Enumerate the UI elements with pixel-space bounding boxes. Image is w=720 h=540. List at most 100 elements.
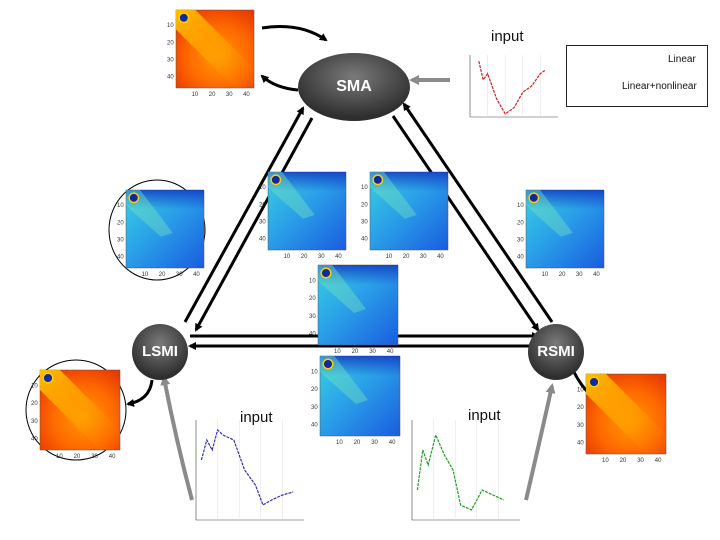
heatmap-y-tick: 20 xyxy=(117,220,124,226)
heatmap-x-tick: 10 xyxy=(334,349,341,355)
heatmap-y-tick: 20 xyxy=(577,405,584,411)
heatmap-x-tick: 10 xyxy=(386,254,393,260)
heatmap-y-tick: 40 xyxy=(117,255,124,261)
node-label-sma: SMA xyxy=(336,78,372,95)
heatmap-y-tick: 40 xyxy=(309,331,316,337)
input-curve-rsmi xyxy=(411,420,520,521)
heatmap-y-tick: 40 xyxy=(361,237,368,243)
heatmap-y-tick: 20 xyxy=(517,220,524,226)
heatmap-x-tick: 20 xyxy=(209,92,216,98)
input-curve-lsmi xyxy=(195,420,304,521)
heatmap-rsmi-to-sma: 10 20 30 40 10 20 30 40 xyxy=(517,189,605,278)
node-label-lsmi: LSMI xyxy=(142,343,178,360)
heatmap-y-tick: 30 xyxy=(167,57,174,63)
heatmap-y-tick: 40 xyxy=(167,75,174,81)
heatmap-x-tick: 40 xyxy=(243,92,250,98)
heatmap-y-tick: 20 xyxy=(167,40,174,46)
heatmap-y-tick: 10 xyxy=(309,279,316,285)
heatmap-rsmi-to-lsmi: 10 20 30 40 10 20 30 40 xyxy=(311,355,401,446)
heatmap-x-tick: 40 xyxy=(389,440,396,446)
self-loop-sma-top xyxy=(261,25,328,42)
heatmap-y-tick: 30 xyxy=(517,237,524,243)
heatmap-x-tick: 40 xyxy=(193,272,200,278)
heatmap-y-tick: 40 xyxy=(259,237,266,243)
legend xyxy=(566,45,708,107)
heatmap-y-tick: 30 xyxy=(577,423,584,429)
heatmap-x-tick: 20 xyxy=(352,349,359,355)
legend-label-linear: Linear xyxy=(668,54,696,65)
legend-label-nonlinear: Linear+nonlinear xyxy=(622,81,697,92)
heatmap-x-tick: 10 xyxy=(336,440,343,446)
highlight-circle-lsmi-to-sma xyxy=(108,179,206,281)
heatmap-x-tick: 20 xyxy=(559,272,566,278)
heatmap-x-tick: 10 xyxy=(542,272,549,278)
heatmap-y-tick: 20 xyxy=(311,387,318,393)
heatmap-layer: 10 20 30 40 10 20 30 40 10 20 30 40 10 20 30 40 10 20 30 40… xyxy=(31,9,667,464)
heatmap-x-tick: 30 xyxy=(576,272,583,278)
heatmap-y-tick: 10 xyxy=(311,370,318,376)
heatmap-x-tick: 40 xyxy=(593,272,600,278)
edge-lsmi-to-sma xyxy=(183,106,305,323)
node-rsmi xyxy=(528,324,584,380)
heatmap-lsmi-to-sma: 10 20 30 40 10 20 30 40 xyxy=(117,189,205,278)
heatmap-y-tick: 10 xyxy=(259,185,266,191)
heatmap-x-tick: 40 xyxy=(335,254,342,260)
input-label-right: input xyxy=(468,407,501,424)
heatmap-x-tick: 40 xyxy=(655,458,662,464)
heatmap-y-tick: 10 xyxy=(361,185,368,191)
heatmap-y-tick: 10 xyxy=(117,203,124,209)
node-lsmi xyxy=(132,324,188,380)
heatmap-y-tick: 30 xyxy=(361,219,368,225)
heatmap-x-tick: 40 xyxy=(437,254,444,260)
heatmap-y-tick: 10 xyxy=(577,388,584,394)
input-curve-sma xyxy=(469,55,558,118)
input-arrow-rsmi xyxy=(524,383,556,501)
heatmap-y-tick: 40 xyxy=(517,255,524,261)
heatmap-y-tick: 30 xyxy=(259,219,266,225)
self-loop-sma-bottom xyxy=(260,74,299,92)
heatmap-lsmi-self: 10 20 30 40 10 20 30 40 xyxy=(31,369,121,460)
heatmap-y-tick: 20 xyxy=(31,401,38,407)
heatmap-y-tick: 10 xyxy=(517,203,524,209)
heatmap-y-tick: 20 xyxy=(259,202,266,208)
heatmap-y-tick: 10 xyxy=(31,384,38,390)
heatmap-x-tick: 40 xyxy=(387,349,394,355)
input-arrow-lsmi xyxy=(160,375,194,501)
heatmap-y-tick: 30 xyxy=(31,419,38,425)
heatmap-x-tick: 10 xyxy=(56,454,63,460)
heatmap-x-tick: 20 xyxy=(354,440,361,446)
edge-sma-to-lsmi xyxy=(194,117,314,332)
input-curves-layer xyxy=(195,55,558,521)
heatmap-x-tick: 30 xyxy=(637,458,644,464)
heatmap-x-tick: 20 xyxy=(620,458,627,464)
heatmap-x-tick: 10 xyxy=(284,254,291,260)
heatmap-x-tick: 30 xyxy=(318,254,325,260)
heatmap-y-tick: 40 xyxy=(577,440,584,446)
edge-sma-to-rsmi xyxy=(391,115,540,332)
heatmap-x-tick: 10 xyxy=(142,272,149,278)
heatmap-y-tick: 40 xyxy=(311,422,318,428)
heatmap-x-tick: 10 xyxy=(192,92,199,98)
heatmap-y-tick: 30 xyxy=(117,237,124,243)
edge-rsmi-to-sma xyxy=(402,102,554,323)
heatmap-x-tick: 30 xyxy=(91,454,98,460)
heatmap-x-tick: 20 xyxy=(301,254,308,260)
heatmap-x-tick: 30 xyxy=(176,272,183,278)
self-loop-lsmi xyxy=(126,379,154,407)
heatmap-x-tick: 20 xyxy=(403,254,410,260)
heatmap-x-tick: 40 xyxy=(109,454,116,460)
heatmap-x-tick: 20 xyxy=(159,272,166,278)
heatmap-y-tick: 40 xyxy=(31,436,38,442)
heatmap-y-tick: 10 xyxy=(167,23,174,29)
node-label-rsmi: RSMI xyxy=(537,343,575,360)
heatmap-x-tick: 20 xyxy=(74,454,81,460)
heatmap-y-tick: 30 xyxy=(311,405,318,411)
heatmap-x-tick: 30 xyxy=(226,92,233,98)
heatmap-sma-self: 10 20 30 40 10 20 30 40 xyxy=(167,9,255,98)
heatmap-x-tick: 30 xyxy=(371,440,378,446)
